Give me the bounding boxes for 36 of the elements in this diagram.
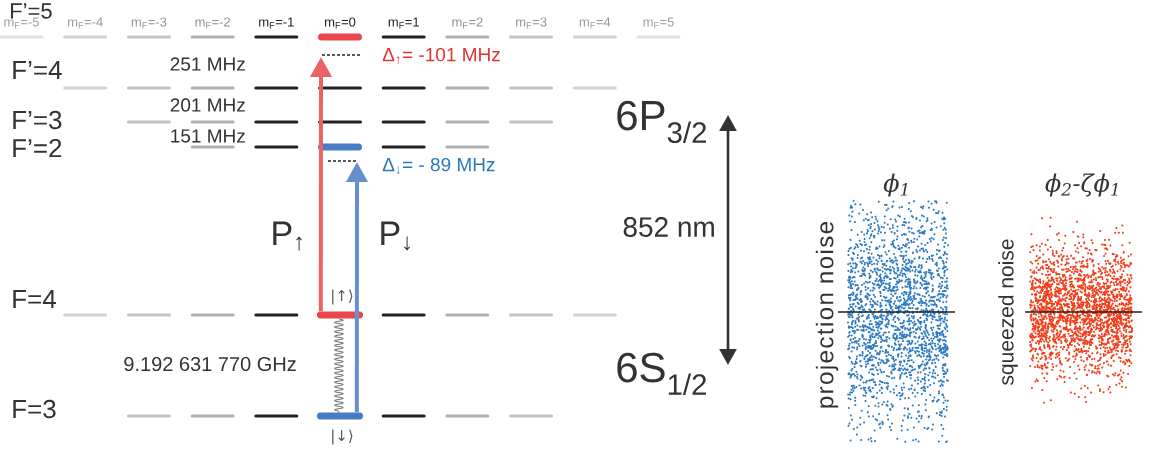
quantum-number-label: m$_{F}$=4 [579,17,611,29]
frequency-label: 201 MHz [170,98,245,112]
state-label: |↓⟩ [332,429,353,445]
edge-label: P$_{↓}$ [381,221,410,251]
frequency-label: 151 MHz [171,129,245,143]
level-bar [317,311,363,319]
quantum-number-label: m$_{F}$=-4 [68,17,103,29]
wavelength-label: 852 nm [623,217,714,237]
quantum-number-label: m$_{F}$=1 [388,17,419,29]
edge-label: P$_{↑}$ [273,221,302,251]
quantum-number-label: m$_{F}$=0 [325,17,356,29]
quantum-number-label: m$_{F}$=-3 [131,17,167,29]
quantum-number-label: m$_{F}$=-2 [195,17,230,29]
level-label: F’=4 [13,61,62,79]
state-label: 6P$_{3/2}$ [617,100,706,143]
quantum-number-label: m$_{F}$=5 [643,17,674,29]
axis-label: projection noise [815,222,839,408]
state-label: |↑⟩ [332,289,353,305]
detuning-label: Δ$_{↓}$= - 89 MHz [382,157,495,175]
quantum-number-label: m$_{F}$=3 [516,17,547,29]
level-bar [317,412,363,420]
edge-label: 9.192 631 770 GHz [124,356,296,372]
level-label: F’=5 [11,3,52,19]
axis-label: squeezed noise [998,239,1018,385]
frequency-label: 251 MHz [170,57,245,71]
quantum-number-label: m$_{F}$=2 [452,17,483,29]
level-label: F=4 [13,290,56,308]
state-label: 6S$_{1/2}$ [617,352,706,395]
level-label: F’=2 [13,138,62,158]
detuning-label: Δ$_{↑}$= -101 MHz [382,47,500,65]
plot-title: ϕ$_{2}$-ζϕ$_{1}$ [1045,173,1118,197]
level-label: F=3 [13,399,56,419]
wavy-line [333,318,344,413]
level-label: F’=3 [13,110,62,130]
plot-title: ϕ$_{1}$ [883,173,907,197]
quantum-number-label: m$_{F}$=-1 [259,17,294,29]
